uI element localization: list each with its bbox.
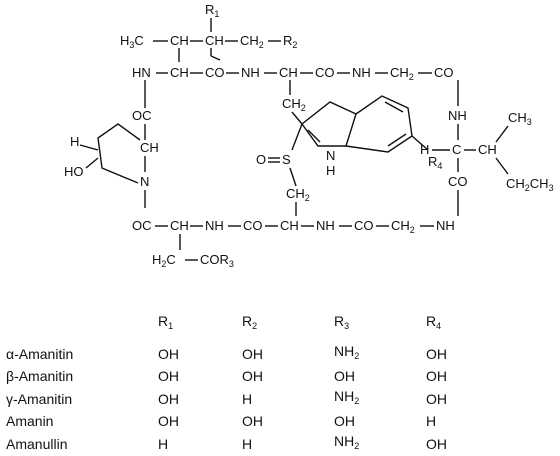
label-n-indole: N	[326, 148, 335, 163]
table-row: α-Amanitin OH OH NH2 OH	[6, 341, 506, 366]
label-ch2-bot: CH2	[286, 186, 310, 203]
substituent-cell: OH	[426, 435, 447, 452]
substituent-cell: OH	[158, 390, 179, 407]
bond	[289, 167, 297, 187]
compound-name: Amanin	[6, 413, 54, 429]
substituent-cell: OH	[158, 345, 179, 362]
label-ch-pro: CH	[140, 140, 159, 155]
label-ch3-right: CH3	[508, 110, 532, 127]
double-bond	[384, 101, 404, 113]
label-nh-bot1: NH	[205, 218, 224, 233]
label-nh-b: NH	[352, 65, 371, 80]
compound-name: γ-Amanitin	[6, 390, 73, 407]
table-header-cell	[6, 306, 158, 341]
bond	[291, 123, 303, 151]
substituent-cell: OH	[242, 368, 263, 384]
bond	[411, 135, 429, 151]
table-row: γ-Amanitin OH H NH2 OH	[6, 386, 506, 411]
label-ch-top2: CH	[205, 33, 224, 48]
table-header-cell: R1	[158, 313, 174, 331]
table-row: β-Amanitin OH OH OH OH	[6, 366, 506, 386]
label-co-bot: CO	[243, 218, 263, 233]
label-ch2-top: CH2	[240, 33, 264, 50]
label-ch2ch3: CH2CH3	[506, 176, 554, 193]
substituent-cell: H	[242, 390, 253, 407]
indole-five-ring	[301, 101, 357, 147]
label-nh-bot2: NH	[316, 218, 335, 233]
double-bond	[387, 133, 407, 147]
label-n-pro: N	[140, 174, 149, 189]
bond	[210, 55, 221, 61]
label-co-b: CO	[315, 65, 335, 80]
substituent-cell: OH	[158, 413, 179, 429]
table-header-row: R1 R2 R3 R4	[6, 306, 506, 341]
compound-name: Amanullin	[6, 435, 68, 452]
label-nh-right: NH	[448, 108, 467, 123]
label-ho-left: HO	[64, 164, 84, 179]
label-ch-right: CH	[478, 142, 497, 157]
table-header-cell: R4	[426, 313, 442, 331]
label-h-right: H	[420, 142, 429, 157]
table-row: Amanin OH OH OH H	[6, 411, 506, 431]
label-ch2-trp: CH2	[282, 96, 306, 113]
substituent-cell: NH2	[334, 388, 360, 406]
substituent-cell: OH	[426, 345, 447, 362]
substituent-cell: OH	[426, 390, 447, 407]
label-r1: R1	[205, 2, 219, 19]
label-co-right: CO	[434, 65, 454, 80]
label-ch-top1: CH	[170, 33, 189, 48]
substituent-cell: H	[426, 413, 437, 429]
substituent-cell: OH	[334, 413, 355, 429]
label-nh-bot3: NH	[436, 218, 455, 233]
label-cor3: COR3	[200, 252, 234, 269]
substituent-cell: OH	[334, 368, 355, 384]
label-h3c: H3C	[120, 33, 144, 50]
substituent-cell: NH2	[334, 343, 360, 361]
compound-name: α-Amanitin	[6, 345, 74, 362]
table-header-cell: R2	[242, 313, 258, 331]
label-ch2-bot2: CH2	[391, 218, 415, 235]
bond	[79, 144, 99, 151]
table-header-cell: R3	[334, 313, 350, 331]
label-ch-bot1: CH	[170, 218, 189, 233]
substituent-cell: OH	[158, 368, 179, 384]
proline-ring	[97, 123, 141, 184]
substituent-cell: OH	[242, 413, 263, 429]
compound-name: β-Amanitin	[6, 368, 74, 384]
label-r4: R4	[428, 154, 442, 171]
label-nh-a: NH	[241, 65, 260, 80]
label-ch-b: CH	[279, 65, 298, 80]
bond	[495, 125, 509, 143]
label-h2c: H2C	[152, 252, 176, 269]
substituent-cell: OH	[242, 345, 263, 362]
label-h-indole: H	[326, 163, 335, 178]
label-s: S	[282, 152, 291, 167]
label-r2: R2	[283, 33, 297, 50]
label-ch2-gly: CH2	[390, 65, 414, 82]
label-h-left: H	[70, 134, 79, 149]
label-o: O	[256, 152, 266, 167]
bond	[495, 157, 509, 175]
substituent-cell: H	[158, 435, 169, 452]
label-ch-bot2: CH	[280, 218, 299, 233]
double-bond	[307, 129, 321, 143]
label-ch-a: CH	[170, 65, 189, 80]
indole-six-ring	[345, 95, 413, 153]
label-co-bot2: CO	[354, 218, 374, 233]
label-c-right: C	[452, 142, 461, 157]
label-hn-top: HN	[132, 65, 151, 80]
table-row: Amanullin H H NH2 OH	[6, 431, 506, 456]
substituent-cell: OH	[426, 368, 447, 384]
label-co-right2: CO	[448, 174, 468, 189]
substituent-cell: H	[242, 435, 253, 452]
bond	[85, 157, 99, 169]
label-oc-left: OC	[132, 108, 152, 123]
amatoxin-structure-diagram: R1 H3C CH CH CH2 R2 HN CH CO NH CH CO NH…	[64, 2, 554, 269]
label-co-a: CO	[205, 65, 225, 80]
substituent-cell: NH2	[334, 433, 360, 451]
label-oc-bot: OC	[132, 218, 152, 233]
bond	[291, 111, 303, 125]
